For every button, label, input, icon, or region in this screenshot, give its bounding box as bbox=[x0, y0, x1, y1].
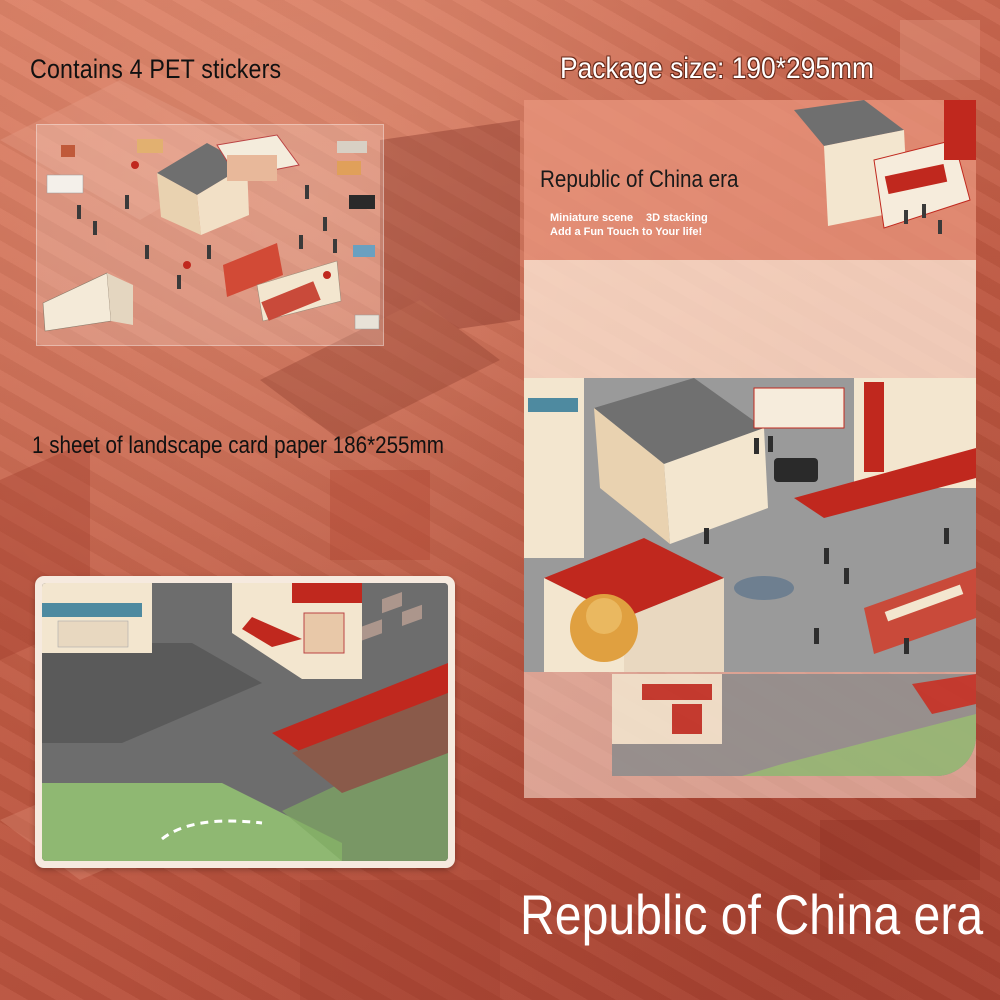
package-lower-illustration bbox=[612, 674, 976, 776]
package-tagline-2: 3D stacking bbox=[646, 212, 708, 224]
package-image: Republic of China era Miniature scene 3D… bbox=[524, 100, 976, 798]
sticker-sheet-illustration bbox=[42, 134, 380, 332]
package-scene-illustration bbox=[524, 378, 976, 672]
stickers-label: Contains 4 PET stickers bbox=[30, 54, 282, 84]
package-header: Republic of China era Miniature scene 3D… bbox=[524, 100, 976, 260]
package-lower-scene bbox=[612, 674, 976, 776]
package-scene bbox=[524, 378, 976, 672]
package-tagline-1: Miniature scene bbox=[550, 212, 634, 224]
package-size-label: Package size: 190*295mm bbox=[560, 52, 875, 85]
package-title: Republic of China era bbox=[540, 166, 739, 193]
big-title: Republic of China era bbox=[520, 883, 984, 946]
landscape-card bbox=[35, 576, 455, 868]
package-window-fade bbox=[524, 260, 976, 378]
package-header-illustration bbox=[794, 100, 976, 234]
landscape-card-image bbox=[42, 583, 448, 861]
card-illustration bbox=[42, 583, 448, 861]
sticker-sheet-image bbox=[36, 124, 384, 346]
card-paper-label: 1 sheet of landscape card paper 186*255m… bbox=[32, 432, 444, 459]
package-tagline-3: Add a Fun Touch to Your life! bbox=[550, 226, 703, 238]
